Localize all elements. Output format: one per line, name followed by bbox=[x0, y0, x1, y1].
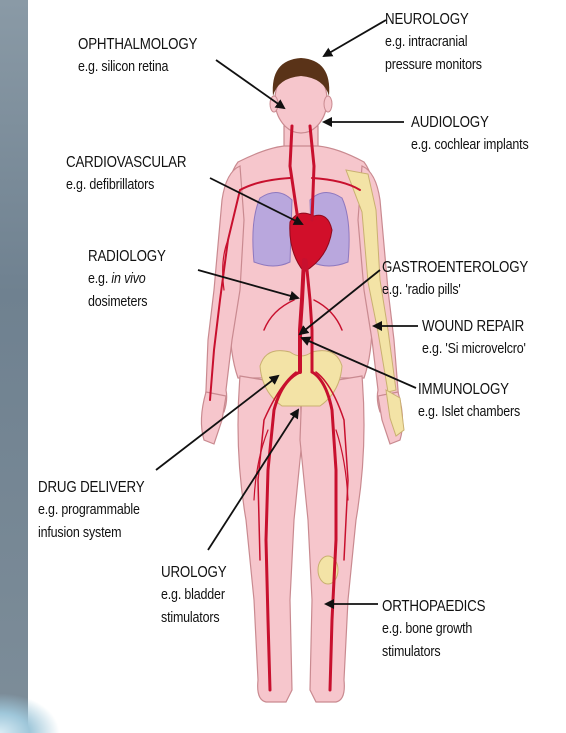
radiology-desc-italic: in vivo bbox=[111, 271, 145, 287]
orthopaedics-title: ORTHOPAEDICS bbox=[382, 595, 485, 618]
label-audiology: AUDIOLOGY e.g. cochlear implants bbox=[411, 111, 529, 157]
head bbox=[270, 58, 332, 133]
ophthalmology-desc: e.g. silicon retina bbox=[78, 56, 197, 79]
label-immunology: IMMUNOLOGY e.g. Islet chambers bbox=[418, 378, 520, 424]
label-radiology: RADIOLOGY e.g. in vivo dosimeters bbox=[88, 245, 166, 314]
radiology-desc-prefix: e.g. bbox=[88, 271, 108, 287]
label-drug-delivery: DRUG DELIVERY e.g. programmable infusion… bbox=[38, 476, 144, 545]
label-wound-repair: WOUND REPAIR e.g. 'Si microvelcro' bbox=[422, 315, 526, 361]
radiology-title: RADIOLOGY bbox=[88, 245, 166, 268]
label-neurology: NEUROLOGY e.g. intracranial pressure mon… bbox=[385, 8, 482, 77]
audiology-desc: e.g. cochlear implants bbox=[411, 134, 529, 157]
neurology-desc-line2: pressure monitors bbox=[385, 54, 482, 77]
radiology-desc-line2: dosimeters bbox=[88, 291, 166, 314]
orthopaedics-desc-line2: stimulators bbox=[382, 641, 485, 664]
neurology-desc-line1: e.g. intracranial bbox=[385, 31, 482, 54]
wound-repair-desc: e.g. 'Si microvelcro' bbox=[422, 338, 526, 361]
slide-corner-decoration bbox=[0, 693, 60, 733]
label-orthopaedics: ORTHOPAEDICS e.g. bone growth stimulator… bbox=[382, 595, 485, 664]
wound-repair-title: WOUND REPAIR bbox=[422, 315, 526, 338]
gastroenterology-title: GASTROENTEROLOGY bbox=[382, 256, 528, 279]
cardiovascular-title: CARDIOVASCULAR bbox=[66, 151, 186, 174]
audiology-title: AUDIOLOGY bbox=[411, 111, 529, 134]
drug-delivery-title: DRUG DELIVERY bbox=[38, 476, 144, 499]
urology-desc-line2: stimulators bbox=[161, 607, 226, 630]
label-urology: UROLOGY e.g. bladder stimulators bbox=[161, 561, 226, 630]
urology-desc-line1: e.g. bladder bbox=[161, 584, 226, 607]
immunology-title: IMMUNOLOGY bbox=[418, 378, 520, 401]
gastroenterology-desc: e.g. 'radio pills' bbox=[382, 279, 528, 302]
label-ophthalmology: OPHTHALMOLOGY e.g. silicon retina bbox=[78, 33, 197, 79]
drug-delivery-desc-line2: infusion system bbox=[38, 522, 144, 545]
ophthalmology-title: OPHTHALMOLOGY bbox=[78, 33, 197, 56]
label-gastroenterology: GASTROENTEROLOGY e.g. 'radio pills' bbox=[382, 256, 528, 302]
urology-title: UROLOGY bbox=[161, 561, 226, 584]
diagram-frame: OPHTHALMOLOGY e.g. silicon retina NEUROL… bbox=[28, 0, 566, 733]
neurology-title: NEUROLOGY bbox=[385, 8, 482, 31]
cardiovascular-desc: e.g. defibrillators bbox=[66, 174, 186, 197]
drug-delivery-desc-line1: e.g. programmable bbox=[38, 499, 144, 522]
orthopaedics-desc-line1: e.g. bone growth bbox=[382, 618, 485, 641]
label-cardiovascular: CARDIOVASCULAR e.g. defibrillators bbox=[66, 151, 186, 197]
immunology-desc: e.g. Islet chambers bbox=[418, 401, 520, 424]
radiology-desc-line1: e.g. in vivo bbox=[88, 268, 166, 291]
